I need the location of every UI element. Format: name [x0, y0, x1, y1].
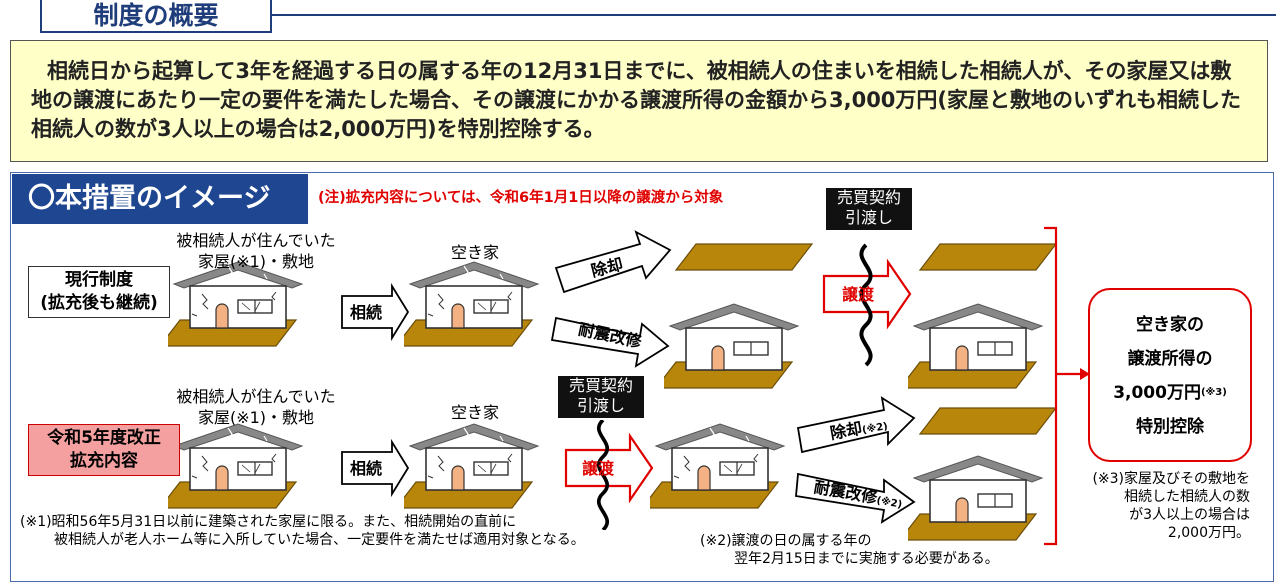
row1-house-caption: 被相続人が住んでいた 家屋(※1)・敷地 [176, 231, 336, 271]
house-row1-vacant [404, 261, 539, 347]
diagram-graphics [168, 226, 1090, 546]
row1-inherit-label: 相続 [349, 303, 382, 322]
summary-text: 相続日から起算して3年を経過する日の属する年の12月31日までに、被相続人の住ま… [10, 40, 1268, 162]
house-row1-retrofit [664, 303, 799, 389]
header-tab [40, 0, 272, 33]
row1-contract-box: 売買契約 引渡し [826, 188, 912, 230]
page-title: 制度の概要 [93, 1, 219, 30]
row2-transfer-label: 譲渡 [581, 459, 614, 478]
row2-inherit-label: 相続 [349, 459, 382, 478]
row2-vacant-label: 空き家 [450, 403, 499, 422]
house-row2-after [908, 455, 1043, 541]
note-2: (※2)譲渡の日の属する年の 翌年2月15日までに実施する必要がある。 [700, 533, 999, 567]
expansion-note: (注)拡充内容については、令和6年1月1日以降の譲渡から対象 [318, 190, 724, 206]
note-1: (※1)昭和56年5月31日以前に建築された家屋に限る。また、相続開始の直前に … [20, 514, 585, 548]
house-row2-vacant [404, 423, 539, 509]
header-rule [272, 14, 1276, 16]
note-3: (※3)家屋及びその敷地を 相続した相続人の数 が3人以上の場合は 2,000万… [1092, 471, 1250, 541]
house-row1-after [908, 303, 1043, 389]
row2-contract-box: 売買契約 引渡し [558, 376, 644, 418]
result-box: 空き家の 譲渡所得の 3,000万円(※3) 特別控除 [1088, 288, 1252, 462]
lot-row1-demolished [675, 243, 813, 271]
house-row2-transferred [650, 423, 785, 509]
row2-label-revision: 令和5年度改正 拡充内容 [28, 424, 180, 476]
image-section-title: 〇本措置のイメージ [12, 174, 308, 224]
row1-transfer-label: 譲渡 [841, 285, 874, 304]
lot-row2-after [919, 407, 1057, 435]
lot-row1-after [919, 243, 1057, 271]
row1-label-current-system: 現行制度 (拡充後も継続) [28, 266, 170, 318]
row2-house-caption: 被相続人が住んでいた 家屋(※1)・敷地 [176, 387, 336, 427]
row1-vacant-label: 空き家 [450, 243, 499, 262]
house-row1-original [168, 261, 303, 347]
house-row2-original [168, 423, 303, 509]
